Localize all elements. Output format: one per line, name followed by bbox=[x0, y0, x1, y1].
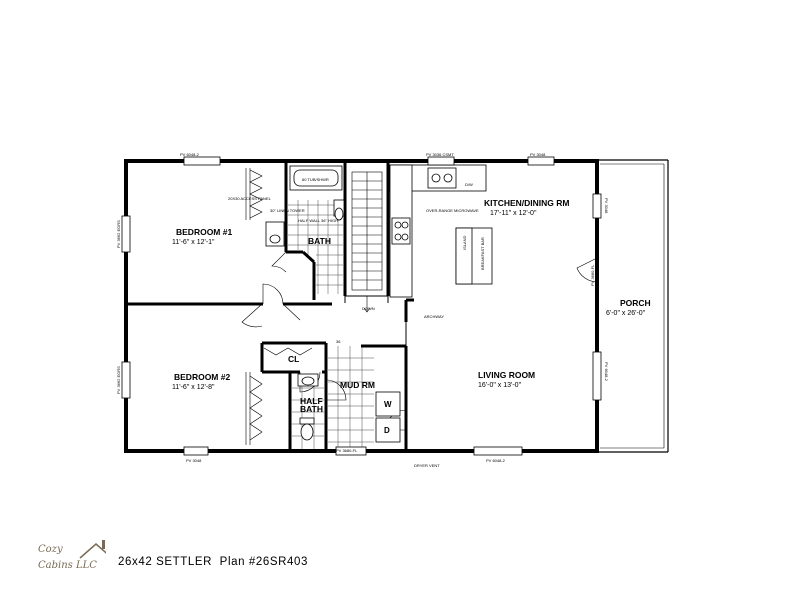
archway-label: ARCHWAY bbox=[424, 314, 444, 319]
halfbath-line1: HALF bbox=[300, 396, 323, 406]
interior-walls bbox=[126, 163, 414, 451]
plan-title: 26x42 SETTLER Plan #26SR403 bbox=[118, 556, 309, 568]
logo-line2: Cabins LLC bbox=[38, 560, 97, 571]
washer-label: W bbox=[384, 400, 392, 409]
closet-name: CL bbox=[288, 354, 299, 364]
kitchen-counters bbox=[389, 164, 493, 298]
window-label-living-bottom: PV 6048-2 bbox=[486, 458, 506, 463]
bedroom1-name: BEDROOM #1 bbox=[176, 227, 232, 237]
porch-outline bbox=[597, 159, 669, 453]
window-label-kitchen-top2: PV 3048 bbox=[530, 152, 546, 157]
island-label: ISLAND bbox=[462, 235, 467, 250]
kitchen-name: KITCHEN/DINING RM bbox=[484, 198, 569, 208]
linen-label: 30" LINEN TOWER bbox=[270, 208, 305, 213]
kitchen-dims: 17'-11" x 12'-0" bbox=[490, 210, 537, 217]
bedroom1-dims: 11'-6" x 12'-1" bbox=[172, 239, 215, 246]
logo-line1: Cozy bbox=[38, 544, 63, 555]
window-label-kitchen-right: PV 3048 bbox=[604, 198, 609, 214]
breakfast-bar-label: BREAKFAST BAR bbox=[480, 237, 485, 270]
window-label-bed2-bottom: PV 3048 bbox=[186, 458, 202, 463]
windows bbox=[121, 156, 602, 456]
staircase bbox=[351, 171, 383, 313]
bedroom2-dims: 11'-6" x 12'-8" bbox=[172, 384, 215, 391]
door-label-mud: PV 3680-FL bbox=[336, 448, 358, 453]
window-label-kitchen-top: PV 3036 CSMT bbox=[426, 152, 454, 157]
bath-name: BATH bbox=[308, 236, 331, 246]
bath-fixtures bbox=[265, 165, 401, 443]
mudroom-name: MUD RM bbox=[340, 380, 375, 390]
bedroom2-name: BEDROOM #2 bbox=[174, 372, 230, 382]
living-dims: 16'-0" x 13'-0" bbox=[478, 382, 522, 389]
half-wall-label: HALF WALL 36" HIGH bbox=[298, 218, 338, 223]
stair-width-label: 36 bbox=[336, 339, 341, 344]
living-name: LIVING ROOM bbox=[478, 370, 535, 380]
stairs-down-label: DOWN bbox=[362, 306, 375, 311]
porch-name: PORCH bbox=[620, 298, 651, 308]
window-label-bed1-top: PV 6048-2 bbox=[180, 152, 200, 157]
window-label-bed2-left: PV 3662 EGRS bbox=[116, 366, 121, 394]
window-label-living-right: PV 6048-2 bbox=[604, 362, 609, 382]
dryer-vent-label: DRYER VENT bbox=[414, 463, 440, 468]
window-label-bed1-left: PV 3662 EGRS bbox=[116, 220, 121, 248]
mudroom-tile bbox=[328, 346, 374, 449]
microwave-label: OVER-RANGE MICROWAVE bbox=[426, 208, 479, 213]
tub-label: 60 TUB/SHWR bbox=[302, 177, 329, 182]
door-swings bbox=[241, 251, 598, 431]
company-logo: Cozy Cabins LLC bbox=[38, 540, 106, 571]
thin-walls bbox=[344, 295, 407, 346]
porch-dims: 6'-0" x 26'-0" bbox=[606, 310, 646, 317]
door-label-kitchen: PV 3680-FL bbox=[590, 264, 595, 286]
dryer-label: D bbox=[384, 426, 390, 435]
bath-tile bbox=[288, 200, 343, 294]
access-panel-label: 20X30 ACCESS PANEL bbox=[228, 196, 272, 201]
halfbath-line2: BATH bbox=[300, 404, 323, 414]
dishwasher-label: D/W bbox=[465, 182, 473, 187]
closet-doors bbox=[245, 168, 313, 445]
